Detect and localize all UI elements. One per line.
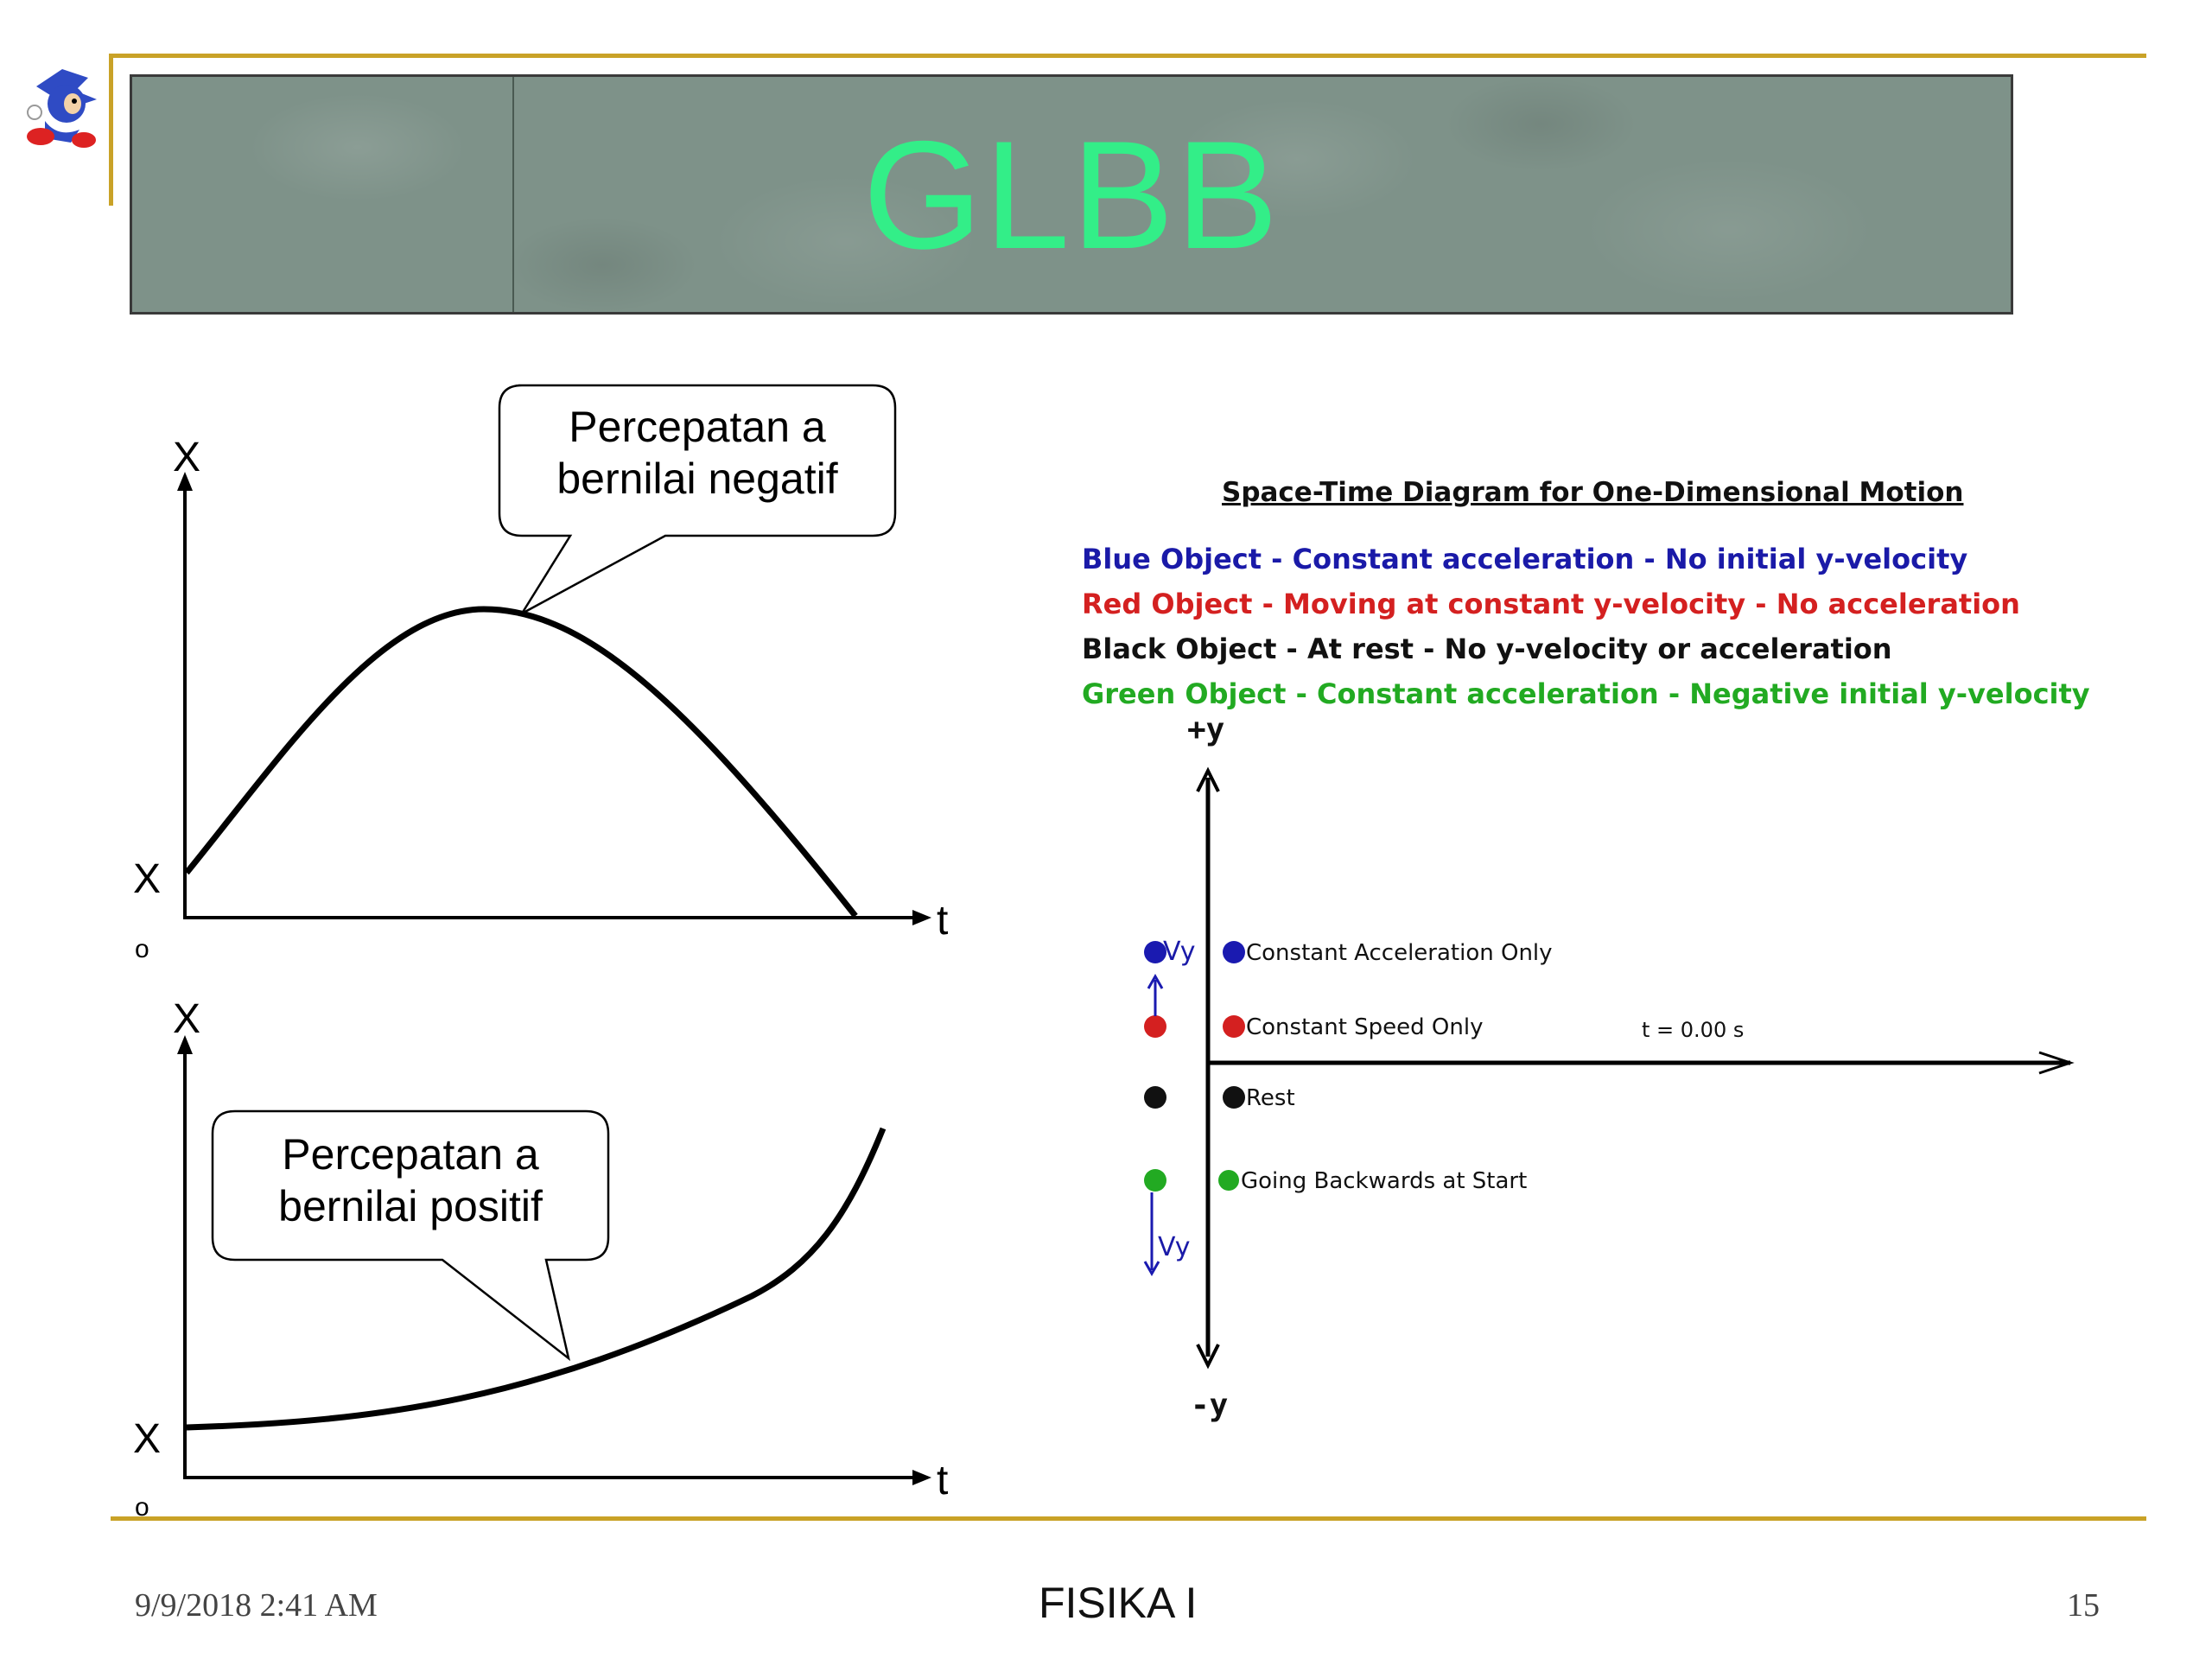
desc-black-object: Black Object - At rest - No y-velocity o… <box>1082 632 1892 665</box>
y-axis-bottom-arrow <box>1196 1344 1220 1370</box>
banner-divider <box>512 77 514 312</box>
graph-top-callout-line1: Percepatan a <box>569 403 826 451</box>
space-time-title: Space-Time Diagram for One-Dimensional M… <box>1222 477 1964 508</box>
graph-top-x-arrow <box>912 910 931 925</box>
green-object-axis <box>1218 1170 1239 1191</box>
green-object-left <box>1144 1169 1166 1192</box>
graph-bottom-callout-bubble <box>211 1109 610 1362</box>
object-label-going-backwards: Going Backwards at Start <box>1241 1168 1528 1194</box>
desc-green-object: Green Object - Constant acceleration - N… <box>1082 677 2090 710</box>
graph-bottom-x0-sub: o <box>135 1493 149 1522</box>
desc-red-object: Red Object - Moving at constant y-veloci… <box>1082 588 2020 620</box>
red-object-left <box>1144 1015 1166 1038</box>
object-label-constant-acceleration: Constant Acceleration Only <box>1246 940 1553 966</box>
title-banner: GLBB <box>130 74 2013 315</box>
black-object-left <box>1144 1086 1166 1109</box>
vy-label-top: Vy <box>1163 937 1196 967</box>
graph-top-x0-sub: o <box>135 935 149 963</box>
y-axis-top-arrow <box>1196 766 1220 792</box>
time-readout: t = 0.00 s <box>1642 1018 1745 1042</box>
graph-bottom-x0-label: X <box>133 1416 162 1462</box>
graph-top-callout-bubble <box>498 384 897 617</box>
graph-bottom-y-arrow <box>177 1035 193 1054</box>
graph-bottom-x-label: t <box>937 1458 949 1503</box>
plus-y-label: +y <box>1187 712 1225 747</box>
object-label-rest: Rest <box>1246 1085 1295 1111</box>
footer-date: 9/9/2018 2:41 AM <box>135 1587 378 1624</box>
graph-top-curve <box>184 606 858 918</box>
black-object-axis <box>1223 1086 1245 1109</box>
graph-bottom-x-arrow <box>912 1470 931 1485</box>
graph-top-callout-line2: bernilai negatif <box>556 454 838 503</box>
graph-top-x0-label: X <box>133 856 162 902</box>
blue-object-left <box>1144 941 1166 963</box>
graph-bottom-curve <box>186 1127 887 1431</box>
graph-bottom-callout-line1: Percepatan a <box>282 1130 539 1179</box>
object-label-constant-speed: Constant Speed Only <box>1246 1014 1484 1040</box>
minus-y-label: -y <box>1191 1388 1229 1423</box>
red-object-axis <box>1223 1015 1245 1038</box>
graph-top-y-label: X <box>173 435 201 480</box>
slide-title: GLBB <box>862 108 1281 281</box>
desc-blue-object: Blue Object - Constant acceleration - No… <box>1082 543 1968 575</box>
graph-top-x-label: t <box>937 898 949 944</box>
graph-top-y-arrow <box>177 472 193 491</box>
page-number: 15 <box>2067 1587 2100 1624</box>
red-velocity-arrowhead <box>1147 973 1164 989</box>
vy-label-bottom: Vy <box>1158 1232 1191 1262</box>
footer-course: FISIKA I <box>1039 1579 1198 1627</box>
green-velocity-arrowhead <box>1143 1261 1160 1277</box>
left-accent-line <box>109 54 113 206</box>
top-accent-line <box>111 54 2146 58</box>
graph-bottom-y-label: X <box>173 996 201 1042</box>
time-axis-arrow <box>2038 1051 2075 1075</box>
bottom-accent-line <box>111 1516 2146 1521</box>
sonic-mascot-icon <box>27 69 97 148</box>
blue-object-axis <box>1223 941 1245 963</box>
graph-bottom-callout-line2: bernilai positif <box>278 1182 543 1230</box>
